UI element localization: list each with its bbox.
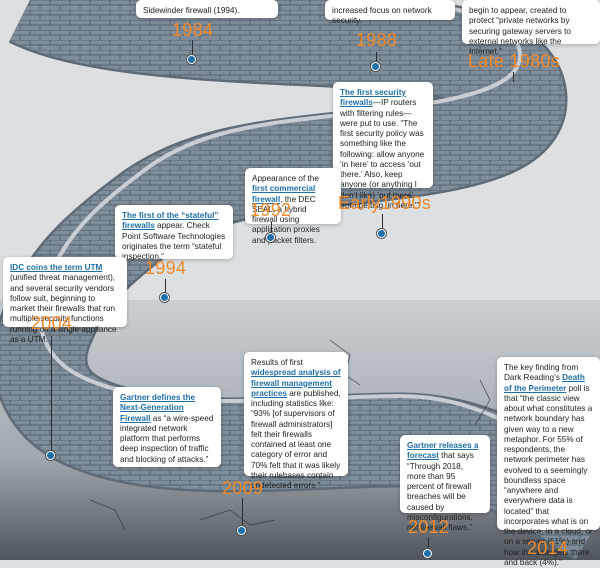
marker-2004	[46, 451, 55, 460]
marker-1994	[160, 293, 169, 302]
year-label-1994: 1994	[145, 258, 187, 278]
milestone-card-1984: Sidewinder firewall (1994).	[136, 0, 278, 18]
stem-1994	[165, 279, 167, 295]
milestone-card-2014: The key finding from Dark Reading’s Deat…	[497, 357, 600, 567]
marker-early-1990s	[377, 229, 386, 238]
year-label-2012: 2012	[408, 517, 450, 537]
stem-late-1980s	[513, 72, 515, 82]
marker-2012	[423, 549, 432, 558]
stem-1992	[271, 222, 273, 234]
milestone-card-2009: Results of first widespread analysis of …	[244, 352, 348, 490]
marker-1988	[371, 62, 380, 71]
year-label-late-1980s: Late 1980s	[468, 51, 561, 71]
year-label-1992: 1992	[250, 200, 292, 220]
marker-1984	[187, 55, 196, 64]
stem-1984	[192, 40, 194, 58]
milestone-card-early-1990s: Appearance of the first commercial firew…	[245, 168, 341, 245]
milestone-card-late-1980s: begin to appear, created to protect “pri…	[462, 0, 600, 56]
milestone-card-1988: increased focus on network security.	[325, 0, 455, 25]
milestone-card-2004: Gartner defines the Next-Generation Fire…	[113, 387, 221, 467]
stem-2004	[51, 336, 53, 454]
year-label-2004: 2004	[31, 313, 73, 333]
marker-1992	[266, 233, 275, 242]
milestone-card-1992: The first of the “stateful” firewalls ap…	[115, 205, 233, 261]
milestone-card-1994: IDC coins the term UTM (unified threat m…	[3, 257, 127, 344]
milestone-card-2012: Gartner releases a forecast that says “T…	[400, 435, 490, 532]
marker-2009	[237, 526, 246, 535]
stem-early-1990s	[382, 214, 384, 232]
year-label-early-1990s: Early1990s	[338, 193, 432, 213]
year-label-2014: 2014	[527, 538, 569, 558]
year-label-1988: 1988	[356, 30, 398, 50]
milestone-card-first-security-firewalls: The first security firewalls—IP routers …	[333, 82, 433, 210]
year-label-2009: 2009	[222, 478, 264, 498]
stem-1988	[376, 52, 378, 64]
stem-2009	[242, 498, 244, 528]
year-label-1984: 1984	[172, 20, 214, 40]
stem-2012	[428, 538, 430, 552]
